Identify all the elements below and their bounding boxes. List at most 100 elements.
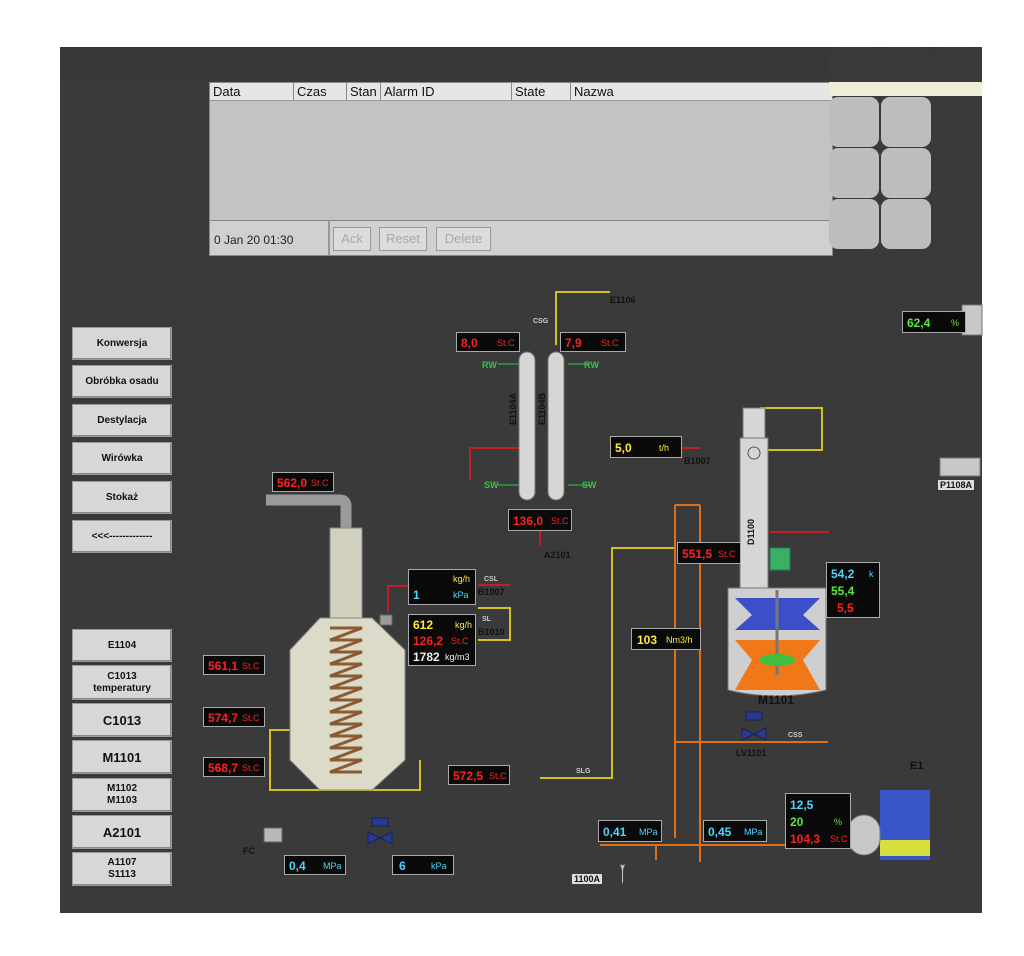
label-d1100: D1100	[746, 518, 756, 545]
tile	[881, 456, 931, 506]
readout-6-overlay: 6 kPa	[392, 855, 454, 875]
nav-a1107-s1113[interactable]: A1107 S1113	[72, 852, 172, 886]
tile	[881, 148, 931, 198]
nav-back[interactable]: <<<-------------	[72, 520, 172, 553]
tile	[829, 659, 879, 709]
readout-562: 562,0 St.C	[272, 472, 334, 492]
nav-konwersja[interactable]: Konwersja	[72, 327, 172, 360]
tile	[829, 97, 879, 147]
alarm-panel: Data Czas Stan Alarm ID State Nazwa 0 Ja…	[209, 82, 833, 256]
label-sl: SL	[482, 616, 491, 623]
label-fc: FC	[243, 846, 255, 856]
label-b1010: B1010	[478, 627, 505, 637]
tile	[674, 862, 724, 912]
readout-574: 574,7 St.C	[203, 707, 265, 727]
readout-561: 561,1 St.C	[203, 655, 265, 675]
label-e1104a: E1104A	[508, 392, 518, 425]
col-stan[interactable]: Stan	[347, 83, 381, 100]
nav-e1104[interactable]: E1104	[72, 629, 172, 662]
alarm-footer: 0 Jan 20 01:30 Ack Reset Delete	[210, 220, 832, 255]
readout-5-0: 5,0 t/h	[610, 436, 682, 458]
tile	[623, 862, 673, 912]
tile	[881, 97, 931, 147]
alarm-table-header: Data Czas Stan Alarm ID State Nazwa	[210, 83, 832, 101]
alarm-datetime: 0 Jan 20 01:30	[214, 233, 294, 247]
tile	[829, 303, 879, 353]
readout-612: 612 kg/h 126,2 St.C 1782 kg/m3	[408, 614, 476, 666]
label-csg: CSG	[533, 318, 549, 325]
tile	[932, 354, 982, 404]
tile	[829, 710, 879, 760]
label-e1106: E1106	[610, 295, 636, 305]
ack-button[interactable]: Ack	[333, 227, 371, 251]
label-lv1101: LV1101	[736, 748, 767, 758]
label-a2101: A2101	[544, 550, 571, 560]
delete-button[interactable]: Delete	[436, 227, 491, 251]
col-state[interactable]: State	[512, 83, 571, 100]
readout-kgh-kpa: kg/h 1 kPa	[408, 569, 476, 605]
label-p1108a-overlay: P1108A	[938, 480, 975, 490]
tile	[829, 507, 879, 557]
readout-136: 136,0 St.C	[508, 509, 572, 531]
nav-wirowka[interactable]: Wirówka	[72, 442, 172, 475]
tile	[209, 862, 259, 912]
nav-destylacja[interactable]: Destylacja	[72, 404, 172, 437]
tile	[881, 354, 931, 404]
label-sw-right: SW	[582, 480, 597, 490]
readout-0-41: 0,41 MPa	[598, 820, 662, 842]
col-alarm-id[interactable]: Alarm ID	[381, 83, 512, 100]
label-1100a-overlay: 1100A	[572, 874, 603, 884]
label-m1101: M1101	[758, 693, 795, 707]
label-b1007-2: B1007	[478, 587, 505, 597]
nav-a2101[interactable]: A2101	[72, 815, 172, 849]
nav-c1013[interactable]: C1013	[72, 703, 172, 737]
tile	[932, 507, 982, 557]
tile	[881, 199, 931, 249]
tile	[829, 254, 879, 304]
readout-12-5: 12,5 20 % 104,3 St.C	[785, 793, 851, 849]
label-sw-left: SW	[484, 480, 499, 490]
label-css: CSS	[788, 732, 803, 739]
col-nazwa[interactable]: Nazwa	[574, 84, 614, 99]
label-e1: E1	[910, 760, 924, 772]
readout-103: 103 Nm3/h	[631, 628, 701, 650]
top-bar	[60, 47, 982, 79]
readout-8: 8,0 St.C	[456, 332, 520, 352]
label-rw-left: RW	[482, 360, 497, 370]
tile	[881, 659, 931, 709]
tile	[881, 710, 931, 760]
label-e1104b: E1104B	[537, 392, 547, 425]
nav-c1013-temperatury[interactable]: C1013 temperatury	[72, 665, 172, 700]
tile	[932, 254, 982, 304]
nav-obrobka-osadu[interactable]: Obróbka osadu	[72, 365, 172, 398]
tile	[572, 862, 622, 912]
tile	[881, 862, 931, 912]
nav-m1102-m1103[interactable]: M1102 M1103	[72, 778, 172, 812]
tile	[829, 405, 879, 455]
readout-568: 568,7 St.C	[203, 757, 265, 777]
label-slg: SLG	[576, 768, 591, 775]
nav-stokaz[interactable]: Stokaż	[72, 481, 172, 514]
readout-0-45: 0,45 MPa	[703, 820, 767, 842]
reset-button[interactable]: Reset	[379, 227, 427, 251]
nav-m1101[interactable]: M1101	[72, 740, 172, 774]
tile	[881, 507, 931, 557]
label-csl: CSL	[484, 576, 498, 583]
tile	[468, 862, 518, 912]
alarm-separator	[328, 221, 330, 255]
readout-0-4-overlay: 0,4 MPa	[284, 855, 346, 875]
tile	[829, 199, 879, 249]
col-czas[interactable]: Czas	[294, 83, 347, 100]
tile	[881, 608, 931, 658]
tile	[829, 456, 879, 506]
tile	[829, 82, 982, 96]
tile	[829, 354, 879, 404]
label-b1007: B1007	[684, 456, 711, 466]
readout-62-4-overlay: 62,4 %	[902, 311, 966, 333]
readout-572: 572,5 St.C	[448, 765, 510, 785]
readout-551: 551,5 St.C	[677, 542, 741, 564]
readout-7-9: 7,9 St.C	[560, 332, 626, 352]
col-data[interactable]: Data	[210, 83, 294, 100]
readout-54-2: 54,2 k 55,4 5,5	[826, 562, 880, 618]
